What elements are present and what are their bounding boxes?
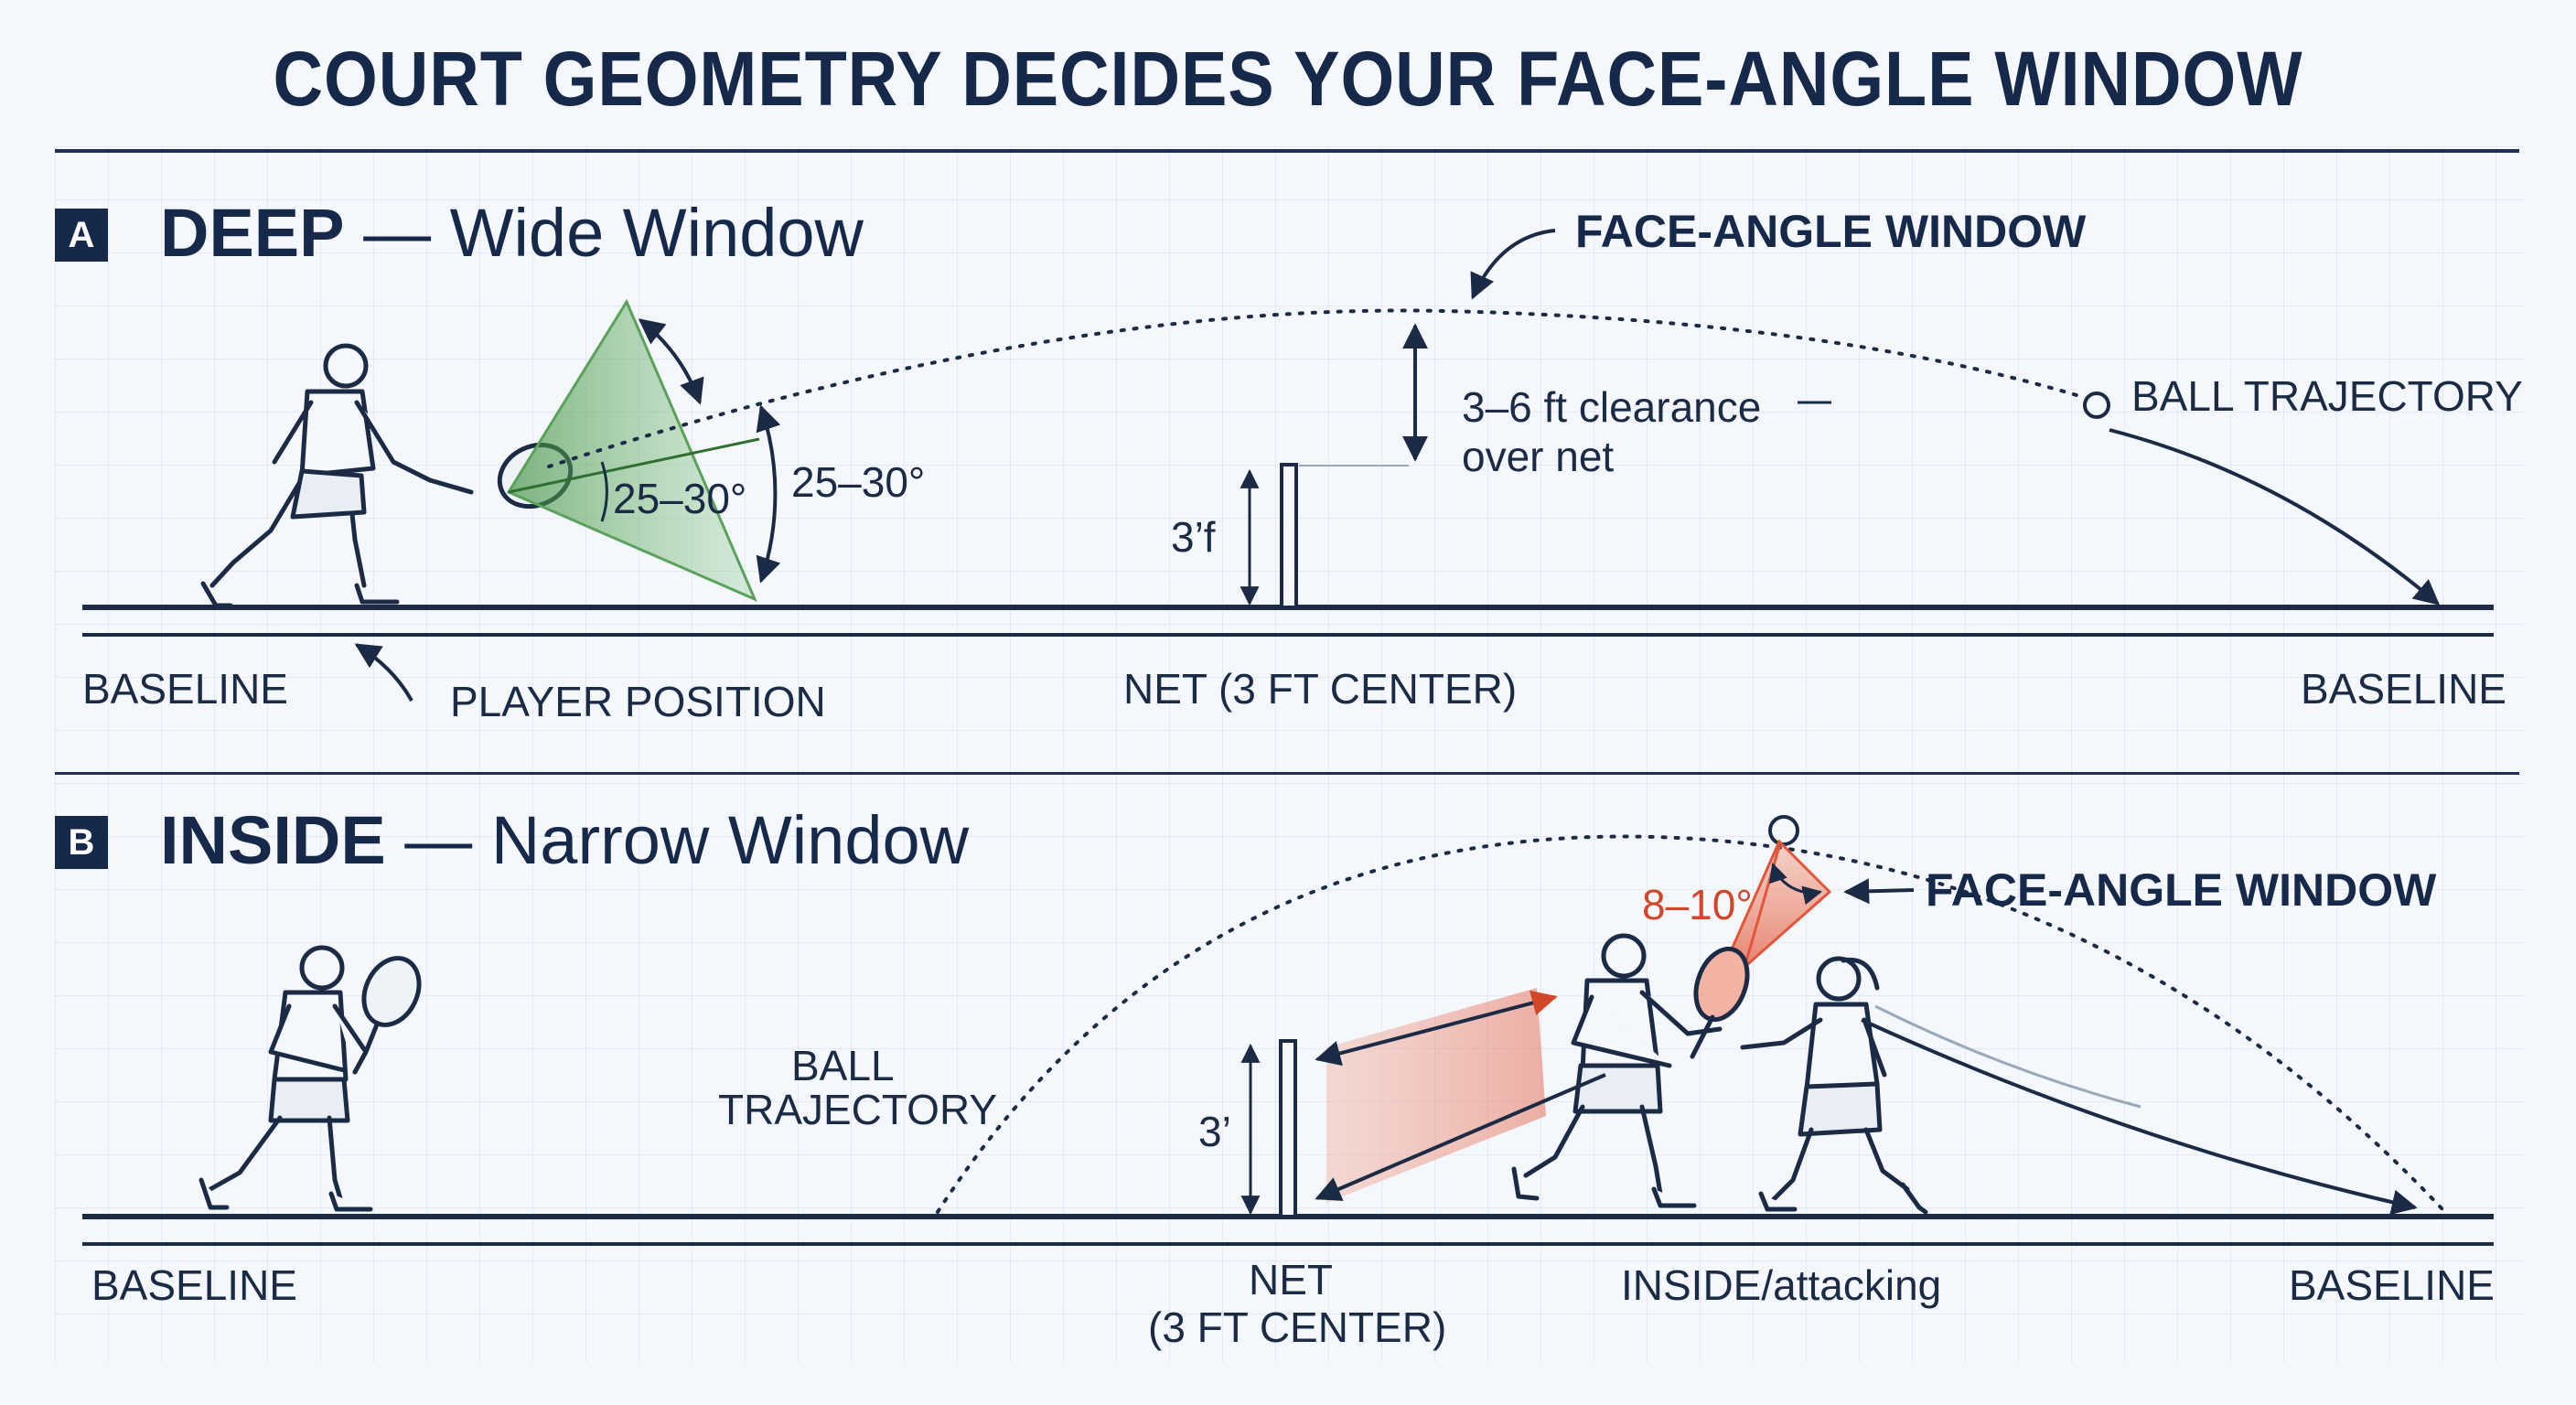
net-top-arrow-b (1315, 990, 1558, 1067)
face-angle-window-a-fan (506, 298, 757, 602)
panel-a-face-angle-label: FACE-ANGLE WINDOW (1575, 206, 2087, 257)
panel-b-heading: INSIDE — Narrow Window (160, 801, 969, 879)
net-a (1240, 463, 1409, 609)
panel-a-player-position: PLAYER POSITION (450, 678, 826, 725)
panel-a-badge: A (55, 209, 108, 262)
panel-a-outer-angle: 25–30° (791, 458, 926, 506)
panel-b-badge: B (55, 816, 108, 869)
panel-a-inner-angle: 25–30° (613, 475, 747, 522)
panel-a-clearance-line2: over net (1462, 433, 1615, 480)
player-a-figure (200, 343, 574, 608)
net-bottom-arrow-b (1315, 1073, 1606, 1201)
ball-a (2083, 391, 2110, 419)
page-title: COURT GEOMETRY DECIDES YOUR FACE-ANGLE W… (273, 36, 2303, 122)
panel-b-inside-attacking: INSIDE/attacking (1621, 1261, 1942, 1309)
ball-descent-arrow-b (1861, 1018, 2418, 1216)
panel-b-angle: 8–10° (1642, 881, 1753, 928)
panel-a-baseline-right: BASELINE (2301, 665, 2506, 713)
racket-face-line-a (508, 437, 760, 494)
panel-b-heading-light: Narrow Window (490, 802, 970, 878)
panel-a-net-label: NET (3 FT CENTER) (1123, 665, 1518, 713)
panel-b-heading-strong: INSIDE (160, 802, 386, 878)
face-angle-pointer-a (1470, 229, 1556, 300)
panel-a-baseline-left: BASELINE (82, 665, 288, 713)
face-angle-pointer-b (1843, 878, 1915, 905)
panel-a-heading-light: Wide Window (449, 195, 864, 271)
ball-b (1768, 815, 1799, 846)
ball-trajectory-b-dotted (936, 834, 2444, 1214)
window-angle-arc-b (1768, 863, 1823, 906)
ball-trajectory-a-dotted (547, 308, 2088, 468)
panel-a-heading: DEEP — Wide Window (160, 194, 864, 272)
net-b (1240, 1039, 1297, 1218)
panel-b-face-angle-label: FACE-ANGLE WINDOW (1926, 864, 2437, 916)
divider-middle (55, 772, 2519, 775)
divider-top (55, 149, 2519, 153)
player-b-opponent-figure (1740, 956, 1928, 1215)
panel-b-net-height: 3’ (1198, 1108, 1231, 1155)
panel-b-baseline-left: BASELINE (91, 1261, 297, 1309)
panel-b-ball-trajectory-line1: BALL (791, 1042, 895, 1089)
motion-trail-b (1874, 1004, 2141, 1109)
panel-b-court (82, 1214, 2494, 1246)
panel-b-net-line2: (3 FT CENTER) (1148, 1303, 1447, 1351)
player-b-left-figure (199, 945, 422, 1212)
panel-b-net-line1: NET (1249, 1256, 1333, 1303)
player-position-pointer (354, 643, 413, 702)
panel-a-net-height: 3’f (1171, 513, 1216, 561)
panel-a-heading-strong: DEEP (160, 195, 345, 271)
panel-a-heading-dash: — (344, 195, 450, 271)
panel-a-court (82, 605, 2494, 637)
player-b-attacking-figure (1511, 933, 1750, 1208)
panel-a-clearance-line1: 3–6 ft clearance (1462, 383, 1762, 431)
window-edge-arrow-a (638, 318, 704, 405)
panel-b-baseline-right: BASELINE (2289, 1261, 2495, 1309)
panel-b-ball-trajectory-line2: TRAJECTORY (718, 1086, 998, 1133)
ball-descent-arrow-a (2109, 428, 2441, 606)
panel-b-heading-dash: — (385, 802, 491, 878)
outer-angle-arc-a (756, 404, 781, 584)
inner-angle-arc-a (600, 461, 608, 522)
panel-a-ball-trajectory-label: BALL TRAJECTORY (2131, 372, 2523, 420)
